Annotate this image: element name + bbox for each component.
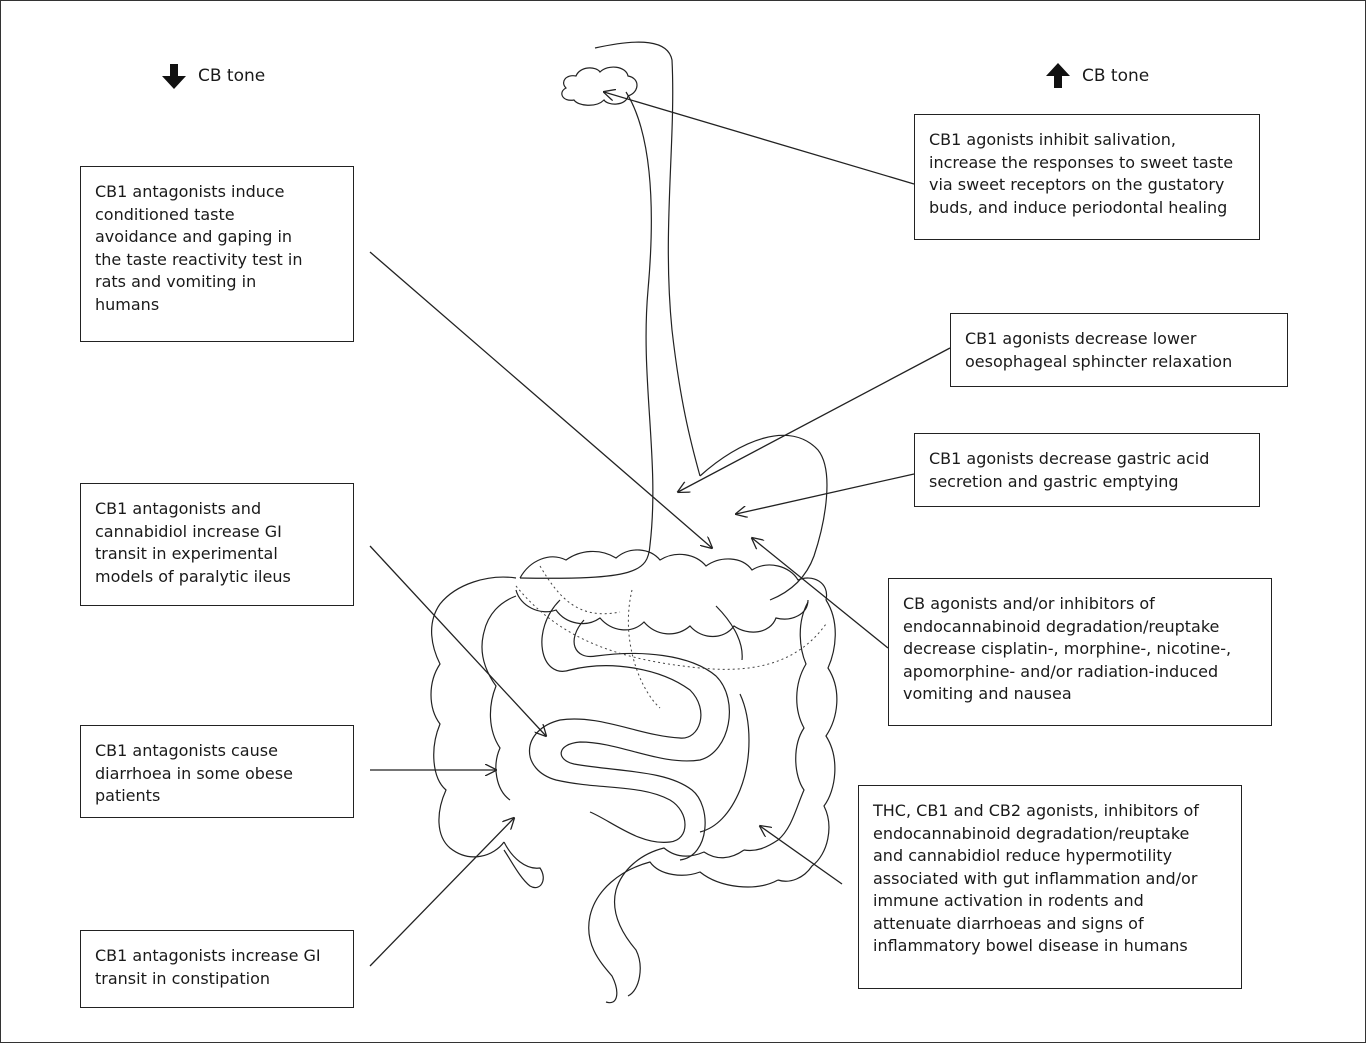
mouth-icon xyxy=(561,66,638,106)
small-intestine-icon xyxy=(528,599,750,861)
colon-icon xyxy=(430,549,838,1004)
box-salivation: CB1 agonists inhibit salivation, increas… xyxy=(914,114,1260,240)
box-hypermotility: THC, CB1 and CB2 agonists, inhibitors of… xyxy=(858,785,1242,989)
box-paralytic-ileus: CB1 antagonists and cannabidiol increase… xyxy=(80,483,354,606)
arrow-salivation xyxy=(604,92,915,185)
arrow-vomiting xyxy=(752,538,889,649)
arrow-constipation xyxy=(369,818,514,967)
box-sphincter: CB1 agonists decrease lower oesophageal … xyxy=(950,313,1288,387)
cb-tone-down: CB tone xyxy=(160,62,265,90)
cb-tone-up-label: CB tone xyxy=(1082,66,1150,86)
stomach-icon xyxy=(699,434,828,601)
box-vomiting: CB agonists and/or inhibitors of endocan… xyxy=(888,578,1272,726)
arrow-gastric-acid xyxy=(736,473,915,514)
box-taste-avoidance: CB1 antagonists induce conditioned taste… xyxy=(80,166,354,342)
cb-tone-up: CB tone xyxy=(1044,62,1149,90)
arrow-down-icon xyxy=(162,64,186,89)
arrow-sphincter xyxy=(678,347,951,492)
arrow-paralytic-ileus xyxy=(369,545,546,736)
arrow-up-icon xyxy=(1046,63,1070,88)
box-constipation: CB1 antagonists increase GI transit in c… xyxy=(80,930,354,1008)
cb-tone-down-label: CB tone xyxy=(198,66,266,86)
arrow-taste-avoidance xyxy=(369,251,712,548)
box-gastric-acid: CB1 agonists decrease gastric acid secre… xyxy=(914,433,1260,507)
arrow-hypermotility xyxy=(760,826,843,885)
oesophagus-icon xyxy=(519,41,701,579)
box-diarrhoea: CB1 antagonists cause diarrhoea in some … xyxy=(80,725,354,818)
